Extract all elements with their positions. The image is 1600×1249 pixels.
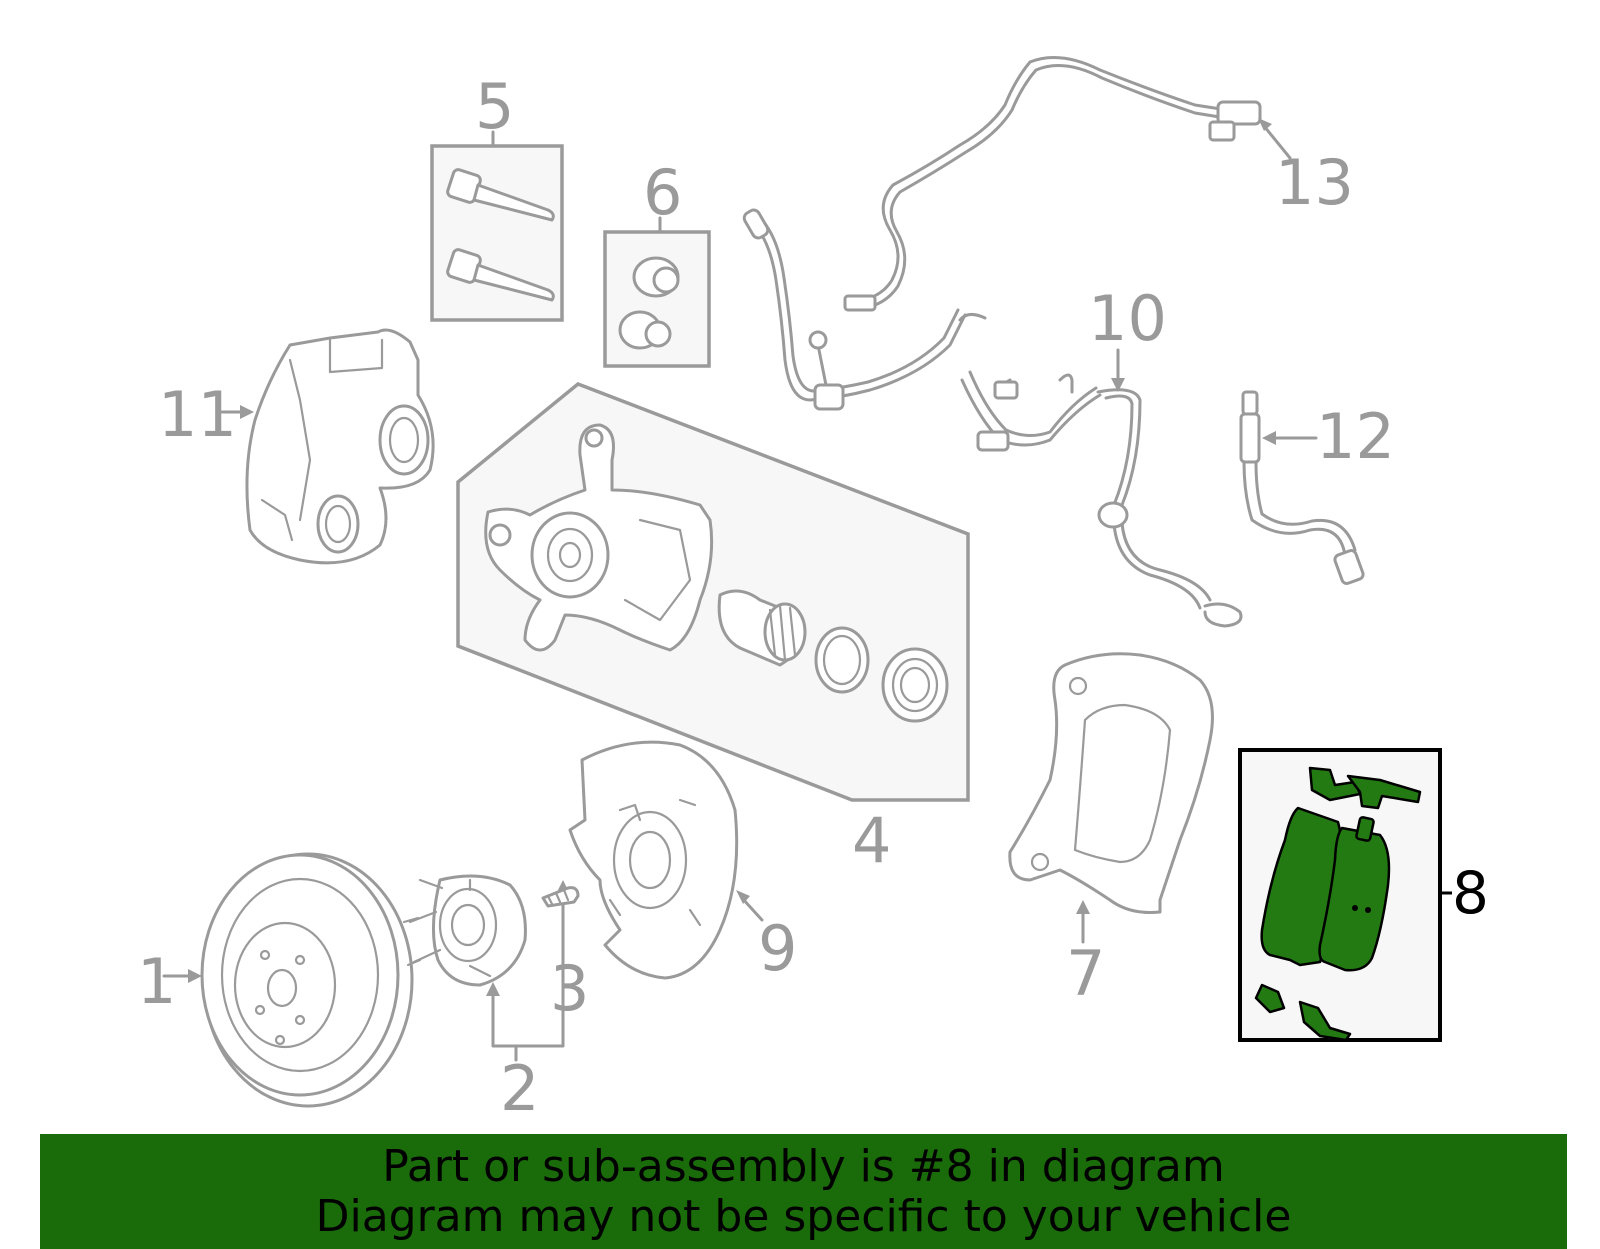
- part-11-knuckle: [245, 328, 435, 565]
- part-8-brake-pads-highlighted: [1238, 748, 1442, 1042]
- callout-13: 13: [1258, 118, 1354, 219]
- banner-line-2: Diagram may not be specific to your vehi…: [315, 1190, 1292, 1242]
- info-banner: Part or sub-assembly is #8 in diagram Di…: [40, 1134, 1567, 1249]
- part-7-caliper-bracket: [1008, 652, 1214, 914]
- callout-10-label: 10: [1088, 282, 1167, 355]
- callout-8-label: 8: [1452, 859, 1489, 927]
- callout-11-label: 11: [158, 378, 237, 451]
- callout-12-label: 12: [1316, 400, 1395, 473]
- callout-6-label: 6: [643, 156, 682, 229]
- callout-1-label: 1: [137, 945, 176, 1018]
- part-6-bushings: [603, 230, 711, 368]
- callout-9: 9: [736, 890, 797, 985]
- callout-4: 4: [852, 804, 891, 877]
- callout-5: 5: [475, 70, 514, 148]
- part-4-caliper-assembly: [456, 382, 970, 802]
- callout-3: 3: [550, 952, 589, 1025]
- callout-13-label: 13: [1275, 146, 1354, 219]
- part-3-wheel-stud: [541, 886, 580, 908]
- callout-1: 1: [137, 945, 202, 1018]
- callout-12: 12: [1262, 400, 1395, 473]
- part-2-hub-bearing: [402, 874, 527, 987]
- banner-background: [40, 1134, 1567, 1249]
- banner-line-1: Part or sub-assembly is #8 in diagram: [382, 1140, 1225, 1192]
- callout-2-label: 2: [500, 1052, 539, 1125]
- callout-11: 11: [158, 378, 254, 451]
- callout-6: 6: [643, 156, 682, 234]
- callout-9-label: 9: [758, 912, 797, 985]
- part-10-brake-harness: [742, 208, 1243, 628]
- callout-3-label: 3: [550, 952, 589, 1025]
- part-9-dust-shield: [568, 740, 739, 980]
- callout-10: 10: [1088, 282, 1167, 392]
- callout-5-label: 5: [475, 70, 514, 143]
- callout-7-label: 7: [1066, 937, 1105, 1010]
- part-12-brake-hose: [1239, 390, 1365, 585]
- callout-7: 7: [1066, 900, 1105, 1010]
- part-5-guide-pins: [430, 144, 564, 322]
- callout-4-label: 4: [852, 804, 891, 877]
- callout-8: 8: [1440, 859, 1489, 927]
- part-1-brake-rotor: [200, 852, 414, 1108]
- part-13-speed-sensor-harness: [843, 56, 1262, 312]
